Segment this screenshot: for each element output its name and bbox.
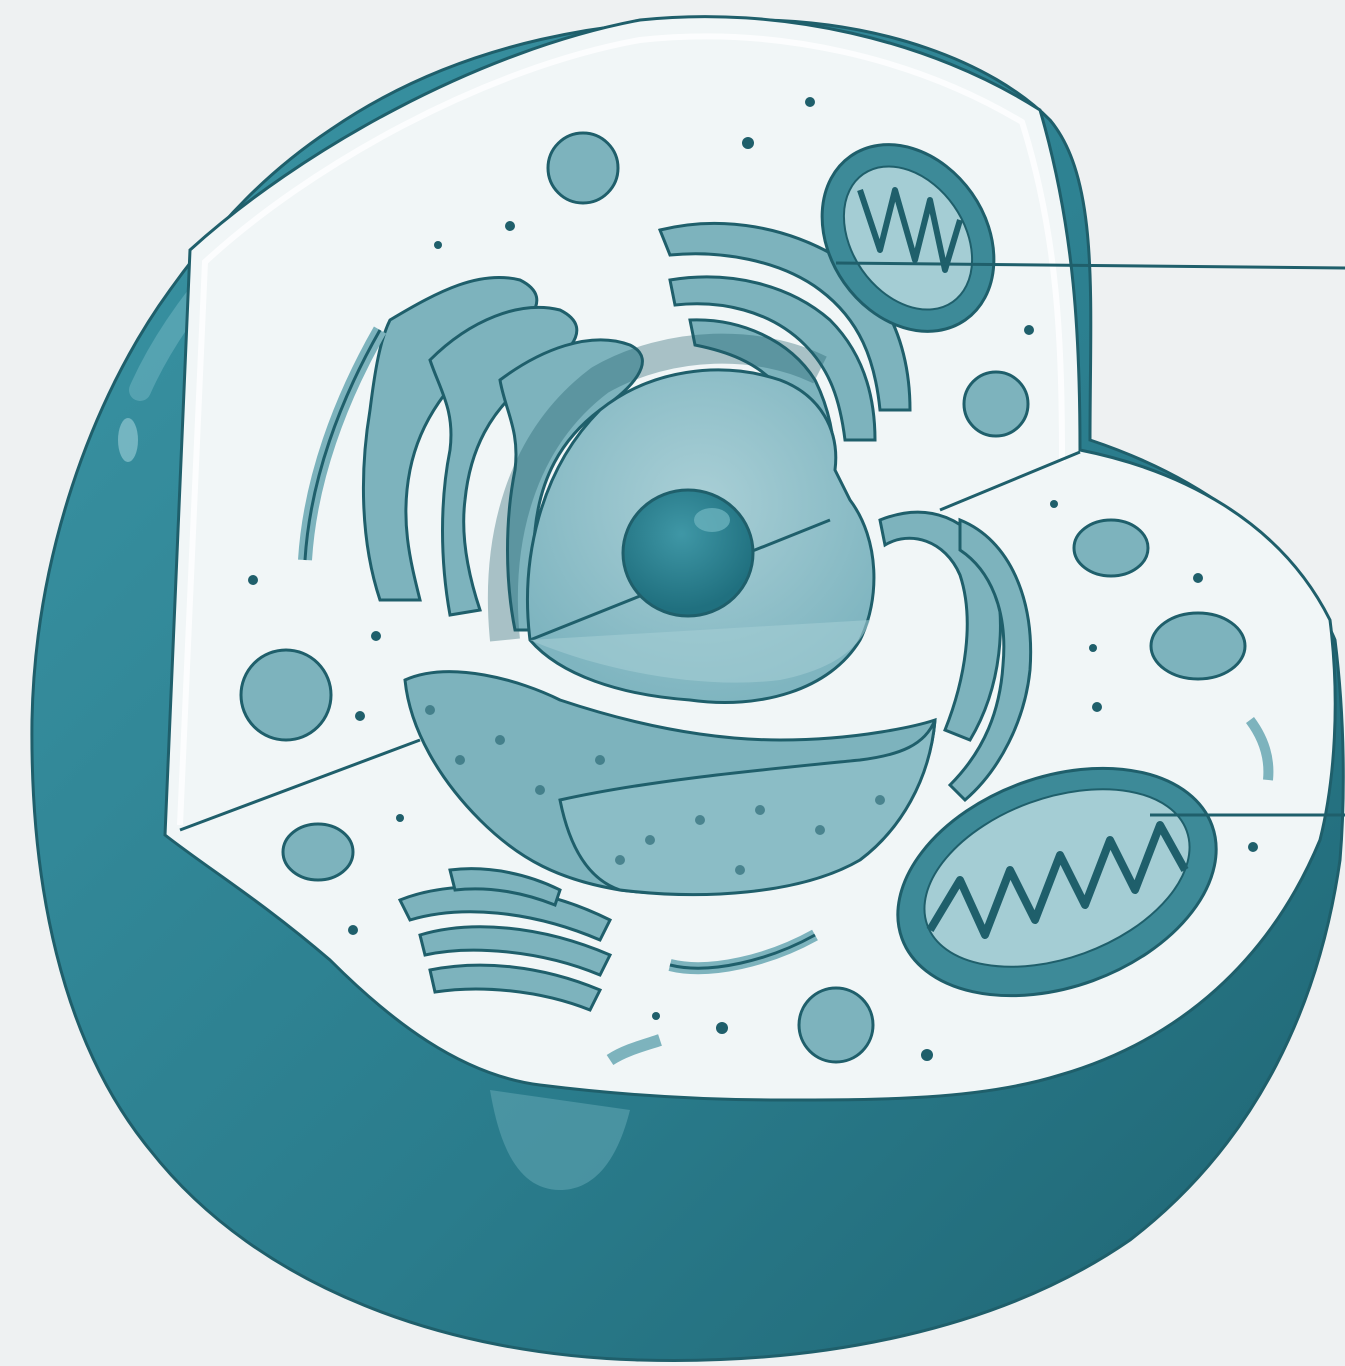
nucleolus — [623, 490, 753, 616]
